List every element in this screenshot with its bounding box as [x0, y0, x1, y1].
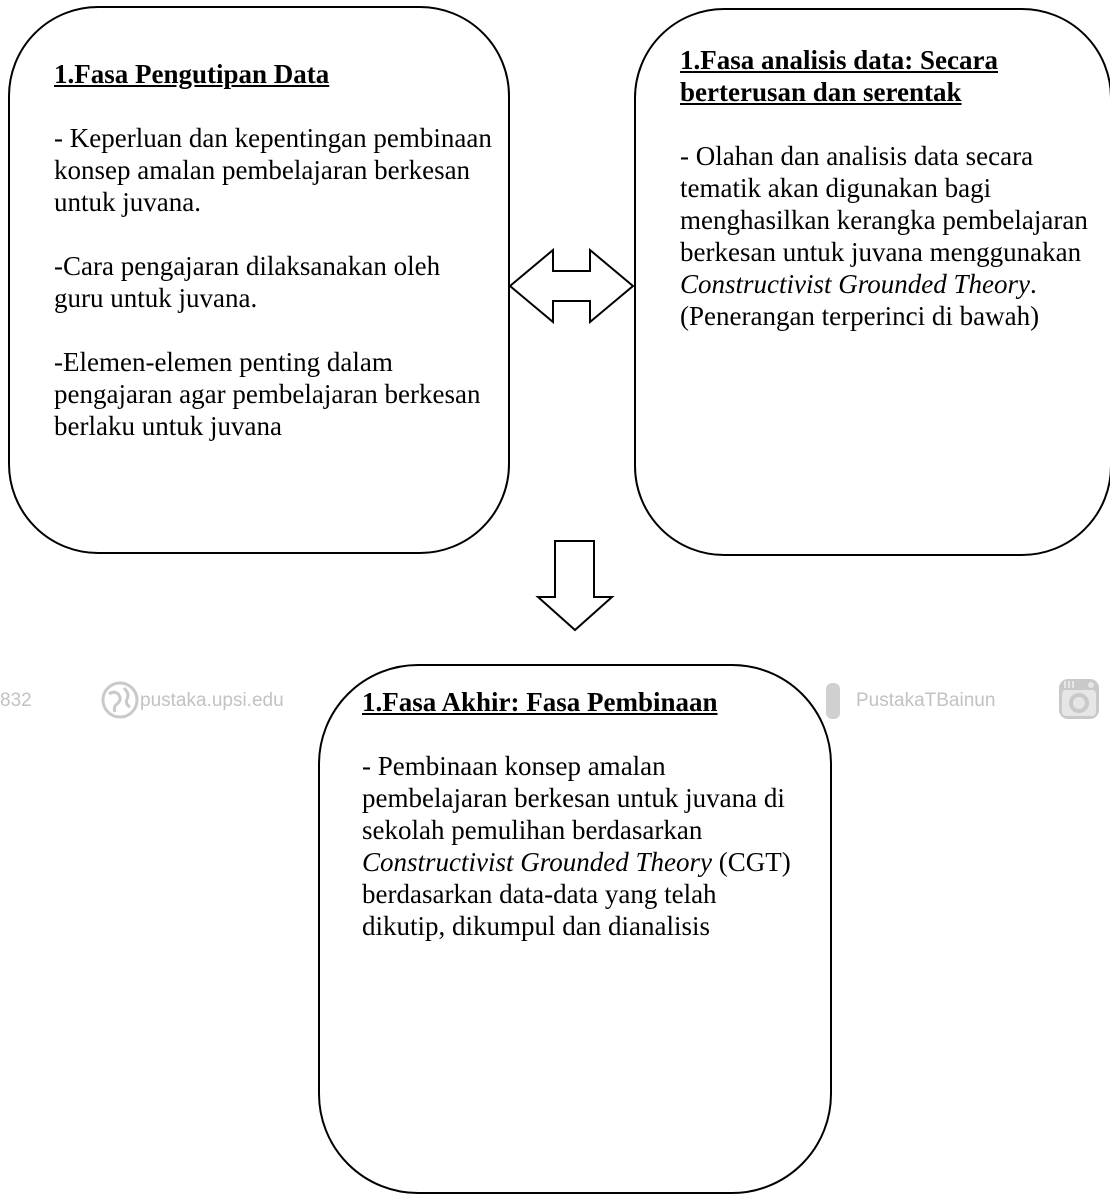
phase-collection-item: - Keperluan dan kepentingan pembinaan ko…	[54, 123, 492, 217]
down-arrow	[535, 540, 615, 632]
phase-final-title: 1.Fasa Akhir: Fasa Pembinaan	[362, 687, 718, 717]
phase-analysis-title: 1.Fasa analisis data: Secara berterusan …	[680, 45, 999, 107]
double-arrow	[508, 247, 635, 325]
phase-analysis-box	[634, 8, 1110, 556]
watermark-brand: PustakaTBainun	[856, 690, 996, 711]
watermark-page-number: 832	[0, 690, 32, 711]
phase-final-text-main: - Pembinaan konsep amalan pembelajaran b…	[362, 751, 785, 845]
globe-icon	[101, 681, 139, 719]
phase-collection-box	[8, 6, 510, 554]
instagram-icon	[1059, 679, 1099, 719]
phase-final-description: - Pembinaan konsep amalan pembelajaran b…	[362, 750, 802, 942]
watermark-site: pustaka.upsi.edu	[140, 690, 284, 711]
phase-collection-item: -Cara pengajaran dilaksanakan oleh guru …	[54, 251, 441, 313]
phase-final-text-end: (CGT) berdasarkan data-data yang telah d…	[362, 847, 791, 941]
phase-final-theory-name: Constructivist Grounded Theory	[362, 847, 712, 877]
phase-analysis-theory-name: Constructivist Grounded Theory	[680, 269, 1030, 299]
phase-analysis-text-end: .	[1030, 269, 1037, 299]
phase-analysis-note: (Penerangan terperinci di bawah)	[680, 301, 1040, 331]
phase-collection-title: 1.Fasa Pengutipan Data	[54, 59, 330, 89]
phase-final-box	[318, 664, 832, 1194]
phase-collection-item: -Elemen-elemen penting dalam pengajaran …	[54, 347, 481, 441]
phase-analysis-text: 1.Fasa analisis data: Secara berterusan …	[680, 44, 1100, 332]
phase-analysis-description: - Olahan dan analisis data secara temati…	[680, 140, 1100, 300]
phase-analysis-text-main: - Olahan dan analisis data secara temati…	[680, 141, 1088, 267]
phase-final-text: 1.Fasa Akhir: Fasa Pembinaan - Pembinaan…	[362, 686, 802, 942]
facebook-icon	[826, 683, 840, 719]
phase-collection-text: 1.Fasa Pengutipan Data - Keperluan dan k…	[54, 58, 494, 442]
